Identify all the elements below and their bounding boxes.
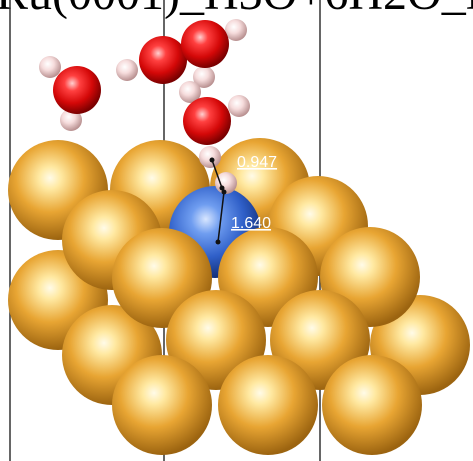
water-molecules [39,19,250,194]
figure-title: Ru(0001)_H3O+6H2O_Mg [0,0,473,18]
hydrogen-atom [116,59,138,81]
metal-atom [218,355,318,455]
oxygen-atom [139,36,187,84]
hydrogen-atom [225,19,247,41]
metal-layer-front [112,355,422,455]
oxygen-atom [183,97,231,145]
hydrogen-atom [228,95,250,117]
metal-atom [112,355,212,455]
distance-arrow [217,191,225,243]
metal-atom [322,355,422,455]
oxygen-atom [53,66,101,114]
hydrogen-atom [39,56,61,78]
oxygen-atom [181,20,229,68]
hydrogen-atom [199,146,221,168]
distance-arrow [211,159,223,189]
hydrogen-atom [193,66,215,88]
distance-markers [209,157,227,245]
hydrogen-atom [179,81,201,103]
distance-label-oh: 0.947 [237,154,277,171]
distance-label-mh: 1.640 [231,215,271,232]
hydrogen-atom [60,109,82,131]
